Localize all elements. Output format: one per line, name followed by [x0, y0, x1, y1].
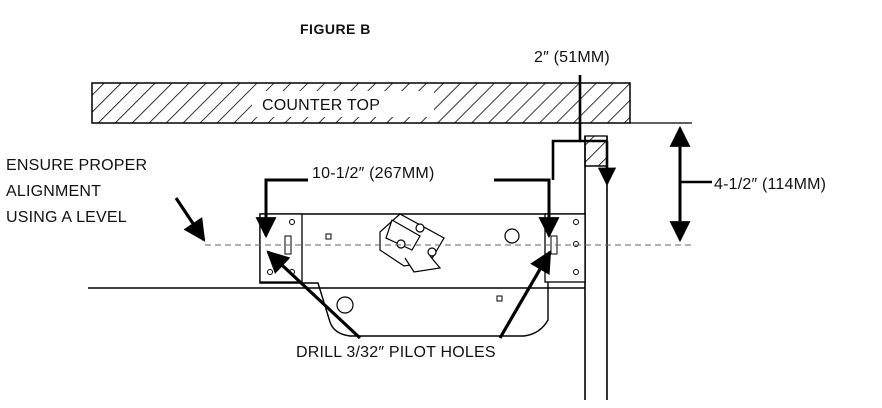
- drill-note: DRILL 3/32″ PILOT HOLES: [266, 250, 552, 364]
- dim-2in: 2″ (51MM): [534, 49, 617, 186]
- alignment-line-2: ALIGNMENT: [6, 183, 101, 200]
- alignment-line-3: USING A LEVEL: [6, 209, 127, 226]
- dim-4-5in-label: 4-1/2″ (114MM): [714, 176, 826, 193]
- figure-title: FIGURE B: [300, 21, 371, 37]
- center-clip: [379, 213, 445, 273]
- dim-4-5in: 4-1/2″ (114MM): [630, 122, 826, 243]
- alignment-callout: ENSURE PROPER ALIGNMENT USING A LEVEL: [6, 157, 206, 242]
- drill-note-label: DRILL 3/32″ PILOT HOLES: [296, 344, 496, 361]
- dim-10-5in-label: 10-1/2″ (267MM): [312, 165, 434, 182]
- counter-top: COUNTER TOP: [91, 82, 631, 124]
- dim-2in-label: 2″ (51MM): [534, 49, 610, 66]
- cabinet-side-panel: [584, 135, 608, 400]
- alignment-line-1: ENSURE PROPER: [6, 157, 147, 174]
- counter-top-label: COUNTER TOP: [262, 97, 380, 114]
- dim-10-5in: 10-1/2″ (267MM): [255, 162, 560, 239]
